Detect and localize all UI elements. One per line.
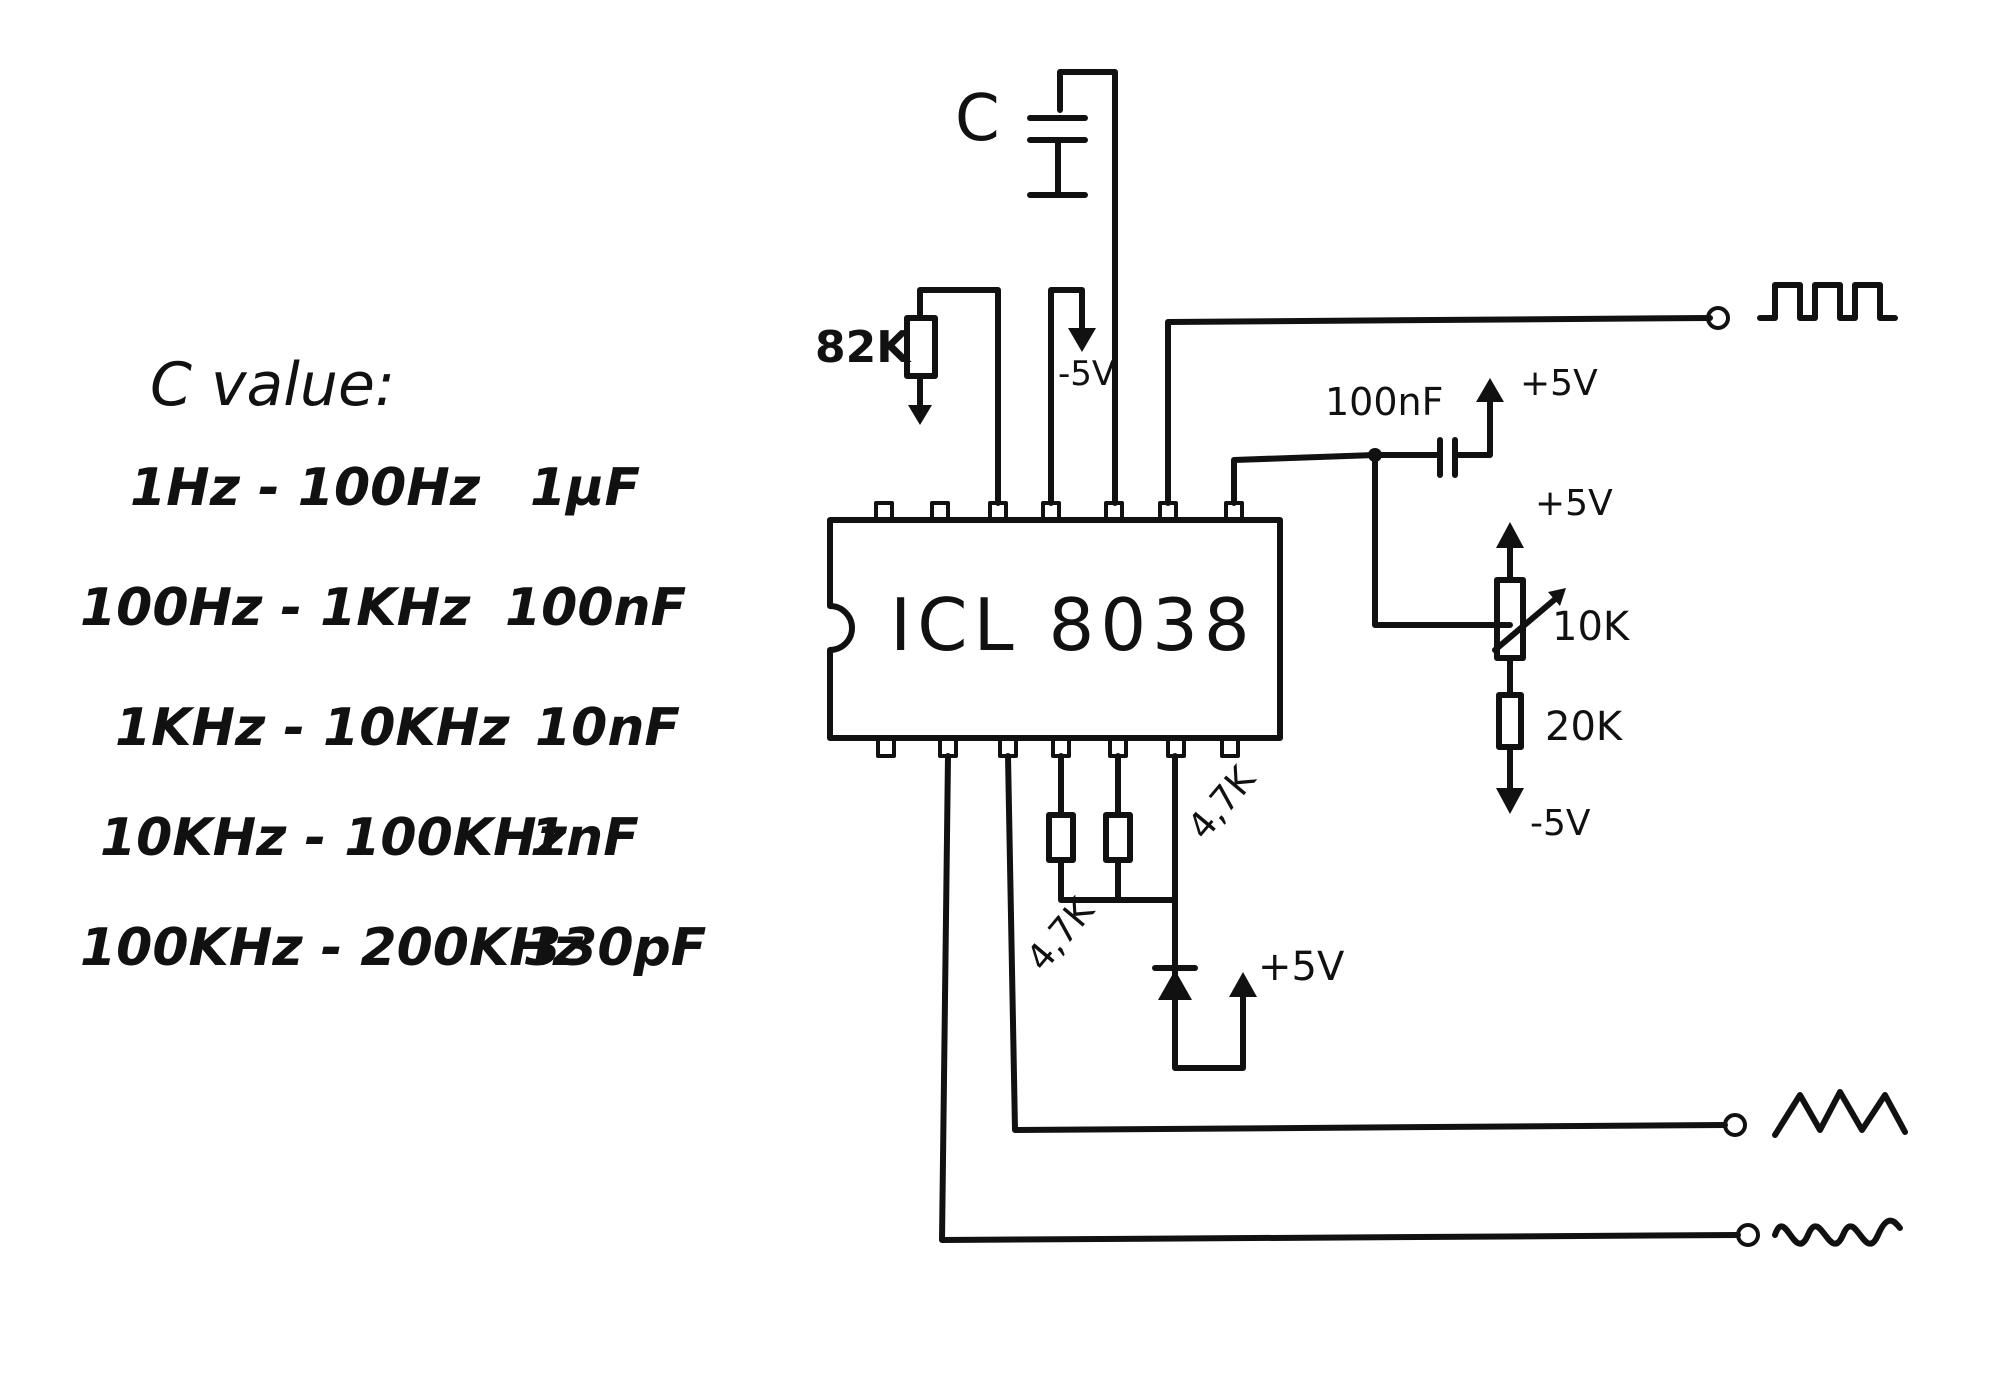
table-row-4-range: 10KHz - 100KHz: [100, 808, 568, 868]
triangle-output-terminal[interactable]: [1723, 1113, 1747, 1137]
r20k-body: [1496, 692, 1524, 750]
neg5v-pot-label: -5V: [1530, 803, 1591, 844]
pos5v-diode-label: +5V: [1258, 944, 1345, 990]
r82k-wire: [917, 287, 1001, 506]
ic-label: ICL 8038: [890, 583, 1256, 667]
r82k-label: 82K: [815, 322, 912, 373]
sine-wave-output: [939, 753, 1903, 1247]
c-value-table: C value: 1Hz - 100Hz 1µF 100Hz - 1KHz 10…: [80, 350, 706, 978]
table-row-1-range: 1Hz - 100Hz: [130, 458, 481, 518]
ic-icl8038: ICL 8038: [827, 501, 1283, 758]
resistor-82k: 82K: [815, 287, 1001, 506]
table-row-4-cap: 1nF: [530, 808, 639, 868]
square-wave-icon: [1757, 282, 1898, 321]
square-wire: [1165, 315, 1713, 506]
square-output-terminal[interactable]: [1706, 306, 1730, 330]
r47k-mid-body: [1103, 812, 1133, 863]
neg5v-top-supply: -5V: [1048, 287, 1115, 506]
table-row-1-cap: 1µF: [530, 458, 640, 518]
r20k-label: 20K: [1545, 704, 1624, 750]
neg5v-top-wire: [1048, 287, 1085, 506]
neg5v-top-arrow-icon: [1068, 328, 1096, 352]
diode-icon: [1158, 970, 1192, 1000]
ic-pin-bottom-7: [1220, 736, 1240, 758]
sine-output-terminal[interactable]: [1736, 1223, 1760, 1247]
square-wave-output: [1165, 282, 1898, 506]
pos5v-pot-label: +5V: [1535, 483, 1613, 524]
pot-arrowhead-icon: [1548, 588, 1566, 606]
cap-100nf-plates: [1437, 437, 1458, 478]
cap-100nf-wire: [1452, 397, 1493, 458]
cap-c-plate-bottom: [1027, 137, 1088, 198]
table-row-3-cap: 10nF: [535, 698, 680, 758]
table-row-5-range: 100KHz - 200KHz: [80, 918, 584, 978]
r47k-right-label: 4,7K: [1180, 758, 1264, 847]
table-row-2-cap: 100nF: [505, 578, 686, 638]
cap-c-wire: [1057, 69, 1118, 506]
timing-capacitor: C: [955, 69, 1118, 506]
sine-wire: [939, 753, 1741, 1243]
r82k-ground-arrow-icon: [908, 405, 932, 425]
pot-10k-adjust-arrow: [1492, 592, 1563, 653]
bias-network: +5V 4,7K 4,7K: [1019, 753, 1345, 1071]
triangle-wire: [1005, 753, 1728, 1133]
pos5v-cap-arrow-icon: [1476, 378, 1504, 402]
r47k-left-label: 4,7K: [1019, 890, 1103, 979]
sym-wire: [1231, 452, 1443, 506]
table-row-3-range: 1KHz - 10KHz: [115, 698, 510, 758]
ic-body: [827, 517, 1283, 741]
ic-pin-bottom-1: [876, 736, 896, 758]
r47k-join-wire: [1058, 857, 1178, 903]
neg5v-top-label: -5V: [1058, 354, 1115, 394]
neg5v-pot-arrow-icon: [1496, 788, 1524, 814]
table-row-5-cap: 330pF: [525, 918, 706, 978]
triangle-wave-output: [1005, 753, 1908, 1138]
r47k-left-body: [1046, 812, 1076, 863]
ic-pin-top-2: [930, 501, 950, 523]
pot-10k-label: 10K: [1552, 604, 1631, 650]
ic-pin-top-1: [874, 501, 894, 523]
pot-wiper-wire: [1372, 452, 1513, 628]
pos5v-cap-label: +5V: [1520, 363, 1598, 404]
r82k-body: [904, 315, 938, 379]
cap-c-label: C: [955, 82, 1000, 156]
pos5v-pot-arrow-icon: [1496, 522, 1524, 548]
sine-wave-icon: [1772, 1217, 1903, 1247]
triangle-wave-icon: [1772, 1089, 1908, 1138]
pos5v-diode-arrow-icon: [1229, 972, 1257, 997]
table-title: C value:: [150, 350, 395, 420]
cap-100nf-label: 100nF: [1325, 380, 1443, 424]
diode-return-wire: [1172, 992, 1246, 1071]
table-row-2-range: 100Hz - 1KHz: [80, 578, 471, 638]
duty-cycle-network: +5V 100nF +5V 10K 20K -5V: [1231, 363, 1631, 844]
